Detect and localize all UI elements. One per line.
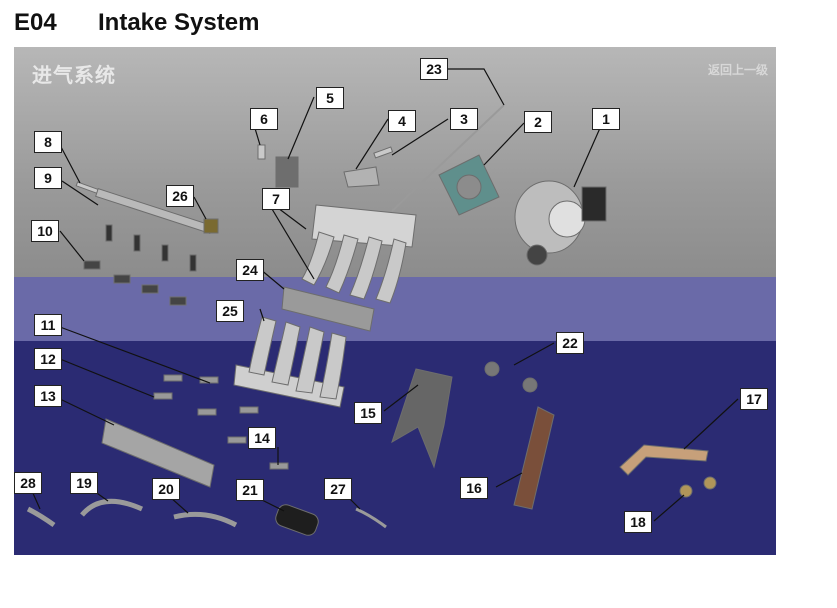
callout-14[interactable]: 14 (248, 427, 276, 449)
callout-25[interactable]: 25 (216, 300, 244, 322)
page-header: E04 Intake System (14, 6, 259, 40)
upper-intake-manifold-part (301, 204, 417, 304)
lower-intake-manifold-part (233, 316, 347, 408)
callout-24[interactable]: 24 (236, 259, 264, 281)
callout-5[interactable]: 5 (316, 87, 344, 109)
callout-7[interactable]: 7 (262, 188, 290, 210)
bracket-4-part (343, 166, 380, 188)
callout-23[interactable]: 23 (420, 58, 448, 80)
hoses-part (26, 498, 387, 529)
manifold-gasket-24-part (281, 286, 375, 332)
fuel-rail-part (95, 188, 213, 272)
arm-16-part (513, 406, 555, 510)
callout-28[interactable]: 28 (14, 472, 42, 494)
callout-16[interactable]: 16 (460, 477, 488, 499)
throttle-gasket-part (438, 154, 500, 216)
nuts-18-part (679, 476, 717, 498)
throttle-body-part (514, 180, 607, 266)
bolts-22-part (484, 361, 538, 393)
rubber-hose-21-part (275, 504, 319, 536)
bolt-6-part (257, 144, 266, 160)
bracket-17-part (619, 444, 709, 476)
sensor-26-part (203, 218, 219, 234)
bracket-15-part (391, 368, 453, 469)
callout-11[interactable]: 11 (34, 314, 62, 336)
studs-part (153, 374, 289, 470)
callout-10[interactable]: 10 (31, 220, 59, 242)
back-link[interactable]: 返回上一级 (707, 63, 768, 77)
diagram-title: 进气系统 (32, 65, 116, 87)
section-code: E04 (14, 9, 57, 36)
gasket-13-part (101, 418, 215, 488)
callout-1[interactable]: 1 (592, 108, 620, 130)
parts-illustration (26, 68, 739, 536)
fuel-injectors-part (83, 260, 187, 306)
callout-6[interactable]: 6 (250, 108, 278, 130)
exploded-diagram-panel: 进气系统 返回上一级 (14, 47, 776, 555)
sensor-5-part (275, 156, 299, 188)
callout-18[interactable]: 18 (624, 511, 652, 533)
callout-19[interactable]: 19 (70, 472, 98, 494)
callout-4[interactable]: 4 (388, 110, 416, 132)
callout-13[interactable]: 13 (34, 385, 62, 407)
callout-12[interactable]: 12 (34, 348, 62, 370)
leader-lines (31, 68, 739, 522)
callout-2[interactable]: 2 (524, 111, 552, 133)
callout-9[interactable]: 9 (34, 167, 62, 189)
callout-17[interactable]: 17 (740, 388, 768, 410)
callout-26[interactable]: 26 (166, 185, 194, 207)
bolt-3-part (373, 146, 394, 159)
callout-3[interactable]: 3 (450, 108, 478, 130)
callout-15[interactable]: 15 (354, 402, 382, 424)
callout-20[interactable]: 20 (152, 478, 180, 500)
callout-27[interactable]: 27 (324, 478, 352, 500)
cable-23-part (391, 104, 505, 212)
callout-21[interactable]: 21 (236, 479, 264, 501)
callout-22[interactable]: 22 (556, 332, 584, 354)
section-title: Intake System (98, 9, 260, 36)
callout-8[interactable]: 8 (34, 131, 62, 153)
